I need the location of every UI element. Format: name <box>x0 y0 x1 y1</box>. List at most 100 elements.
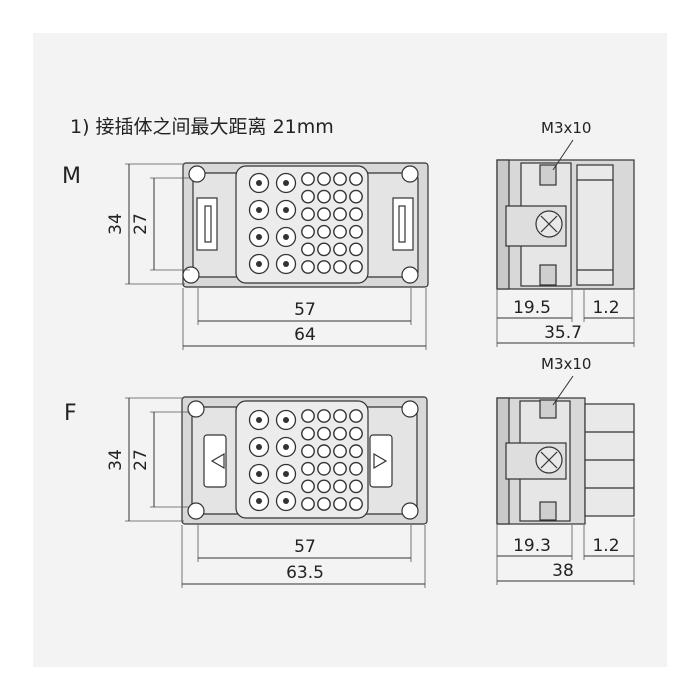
screw-body <box>539 164 557 186</box>
small-contact <box>317 479 331 494</box>
small-contact <box>301 409 315 423</box>
mount-hole <box>401 400 419 418</box>
small-contact <box>333 260 347 274</box>
small-contact <box>317 224 331 239</box>
small-contact <box>317 461 331 476</box>
small-contact <box>333 497 347 511</box>
small-contact <box>349 172 363 186</box>
contact-center <box>283 417 289 423</box>
small-contact <box>301 172 315 186</box>
small-contact <box>317 172 331 186</box>
female-mount-holes <box>187 400 419 520</box>
female-screw-label: M3x10 <box>541 355 591 373</box>
contact-center <box>256 444 262 450</box>
contact-center <box>283 180 289 186</box>
female-dim-right: 1.2 <box>592 536 619 556</box>
male-mount-holes <box>182 165 419 284</box>
female-front-dimensions: 34 27 57 63.5 <box>106 397 426 588</box>
small-contact <box>349 426 363 441</box>
small-contact <box>317 242 331 257</box>
female-dim-total: 38 <box>552 561 574 581</box>
small-contact <box>349 461 363 476</box>
male-side-pins <box>576 164 614 286</box>
small-contact <box>301 479 315 494</box>
contact-center <box>256 180 262 186</box>
female-contact-sockets <box>248 409 363 512</box>
male-label: M <box>62 164 81 189</box>
female-width-inner: 57 <box>294 537 316 557</box>
female-dim-left: 19.3 <box>513 536 551 556</box>
small-contact <box>349 479 363 494</box>
small-contact <box>333 461 347 476</box>
contact-center <box>256 234 262 240</box>
small-contact <box>349 497 363 511</box>
mount-hole <box>188 165 206 183</box>
screw-icon <box>535 446 563 474</box>
contact-center <box>256 261 262 267</box>
male-width-outer: 64 <box>294 325 316 345</box>
male-front-view <box>182 162 429 288</box>
small-contact <box>349 242 363 257</box>
mount-hole <box>187 502 205 520</box>
female-side-latches <box>203 434 393 488</box>
male-side-view <box>496 159 635 290</box>
mount-hole <box>187 400 205 418</box>
male-dim-left: 19.5 <box>513 298 551 318</box>
distance-note: 1) 接插体之间最大距离 21mm <box>70 116 334 138</box>
small-contact <box>349 444 363 459</box>
small-contact <box>349 189 363 204</box>
female-height-inner: 27 <box>131 449 151 471</box>
contact-center <box>283 444 289 450</box>
small-contact <box>301 242 315 257</box>
small-contact <box>317 189 331 204</box>
male-width-inner: 57 <box>294 300 316 320</box>
female-side-view <box>496 397 635 525</box>
male-side-latches <box>196 197 414 251</box>
small-contact <box>317 497 331 511</box>
contact-center <box>283 498 289 504</box>
male-contact-pins <box>248 172 363 275</box>
female-height-outer: 34 <box>106 449 126 471</box>
contact-center <box>256 207 262 213</box>
contact-center <box>283 234 289 240</box>
female-width-outer: 63.5 <box>286 563 324 583</box>
small-contact <box>301 224 315 239</box>
latch-arrow-icon <box>373 452 388 470</box>
small-contact <box>333 444 347 459</box>
male-screw-label: M3x10 <box>541 119 591 137</box>
small-contact <box>317 207 331 222</box>
small-contact <box>333 224 347 239</box>
latch-arrow-icon <box>210 452 225 470</box>
female-front-view <box>181 396 428 525</box>
small-contact <box>301 497 315 511</box>
leader-line <box>552 139 574 171</box>
small-contact <box>301 207 315 222</box>
mount-hole <box>401 165 419 183</box>
mount-hole <box>401 502 419 520</box>
screw-body <box>539 399 557 419</box>
female-label: F <box>64 401 77 426</box>
small-contact <box>301 260 315 274</box>
leader-line <box>552 375 574 406</box>
mount-hole <box>401 266 419 284</box>
male-dim-right: 1.2 <box>592 298 619 318</box>
contact-center <box>283 471 289 477</box>
small-contact <box>333 479 347 494</box>
small-contact <box>333 189 347 204</box>
small-contact <box>317 409 331 423</box>
small-contact <box>333 207 347 222</box>
small-contact <box>301 426 315 441</box>
small-contact <box>333 426 347 441</box>
female-side-dimensions: M3x10 19.3 1.2 38 <box>496 355 635 585</box>
contact-center <box>256 417 262 423</box>
male-dim-total: 35.7 <box>544 323 582 343</box>
small-contact <box>349 409 363 423</box>
male-height-outer: 34 <box>106 213 126 235</box>
contact-center <box>256 471 262 477</box>
small-contact <box>349 260 363 274</box>
small-contact <box>301 189 315 204</box>
small-contact <box>333 172 347 186</box>
male-side-dimensions: M3x10 19.5 1.2 35.7 <box>496 119 635 347</box>
male-height-inner: 27 <box>131 213 151 235</box>
